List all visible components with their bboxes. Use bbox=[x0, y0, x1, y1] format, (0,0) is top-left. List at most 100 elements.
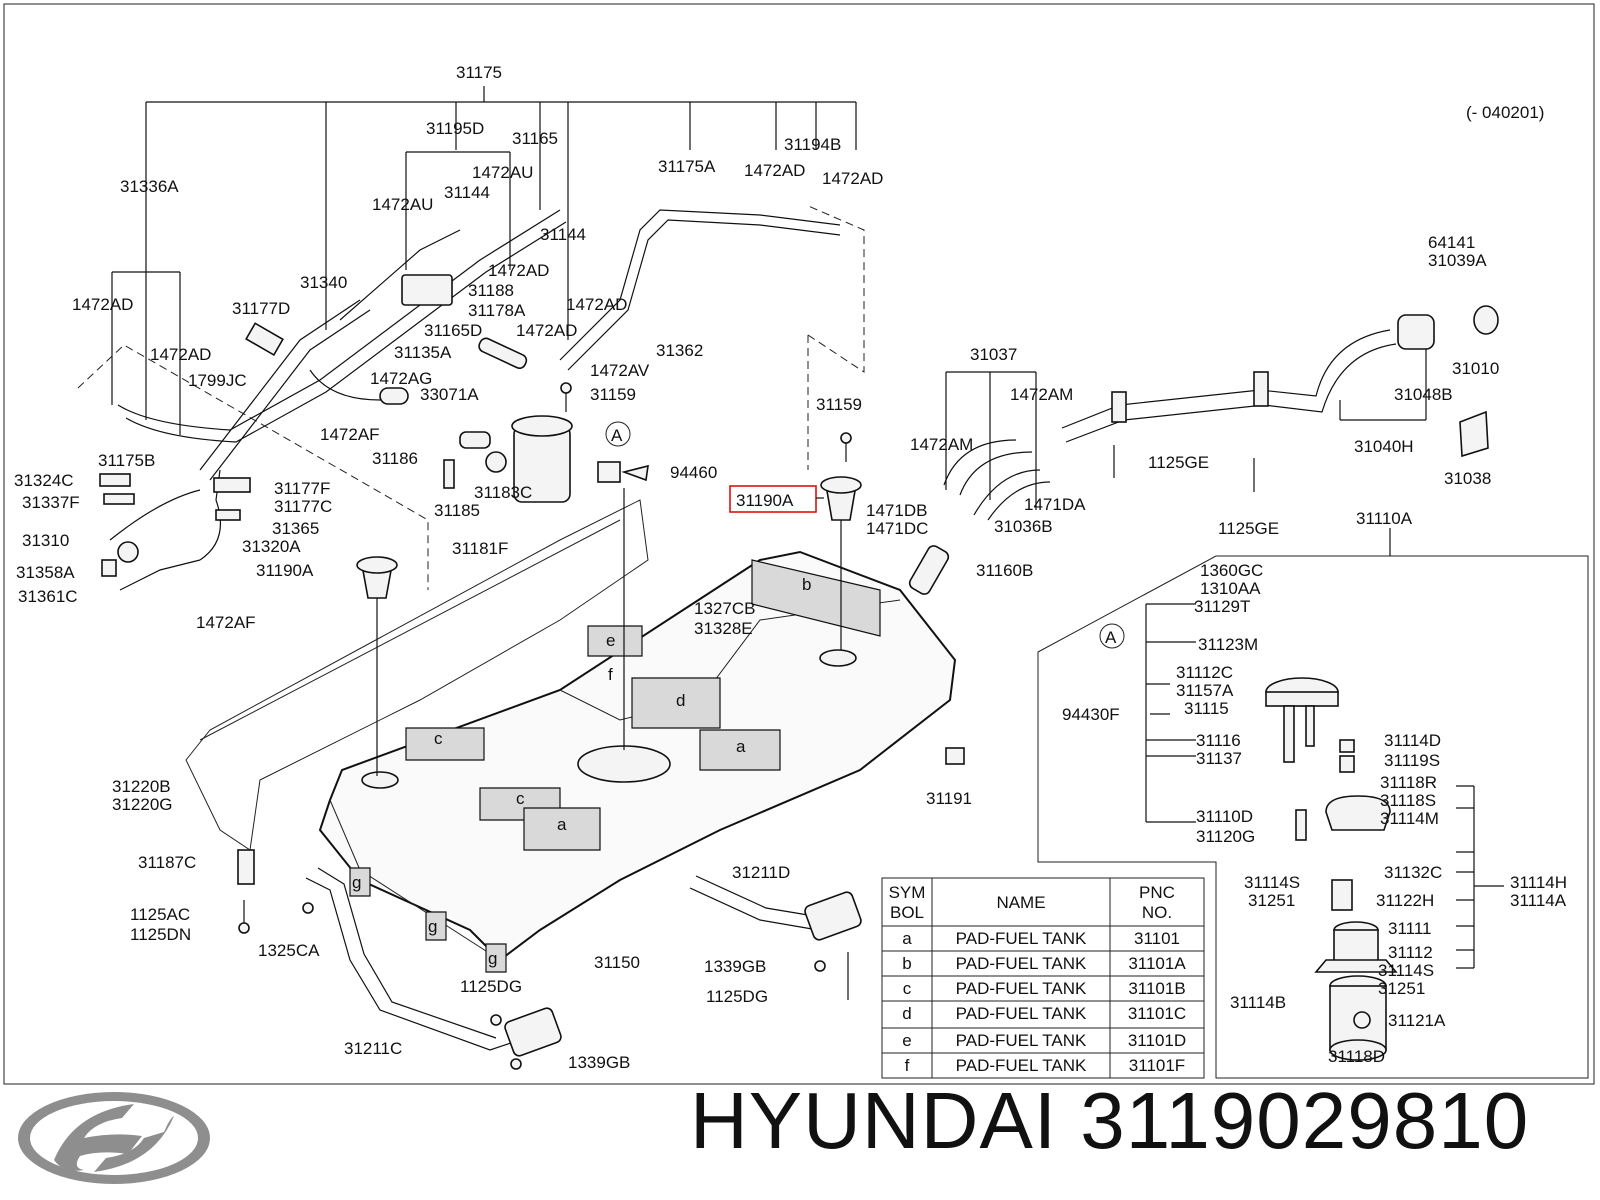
table-cell-r3-c2: 31101C bbox=[1128, 1004, 1186, 1023]
pad-letter-c-2: c bbox=[516, 789, 525, 808]
label-1472AM-b: 1472AM bbox=[910, 435, 973, 454]
label-31190A-b: 31190A bbox=[256, 561, 314, 580]
pad-letter-a-1: a bbox=[557, 815, 567, 834]
label-94460: 94460 bbox=[670, 463, 717, 482]
label-31337F: 31337F bbox=[22, 493, 80, 512]
label-31114D: 31114D bbox=[1384, 731, 1441, 750]
label-31144-b: 31144 bbox=[540, 225, 586, 244]
filler-neck bbox=[943, 305, 1499, 521]
callout-letter-panel: A bbox=[1105, 628, 1117, 647]
pad-g-1 bbox=[349, 867, 371, 897]
label-31187C: 31187C bbox=[138, 853, 196, 872]
pad-b bbox=[751, 559, 881, 637]
label-31119S: 31119S bbox=[1384, 751, 1440, 770]
label-64141: 64141 bbox=[1428, 233, 1475, 252]
label-31114B: 31114B bbox=[1230, 993, 1286, 1012]
table-cell-r2-c2: 31101B bbox=[1128, 979, 1185, 998]
label-31310: 31310 bbox=[22, 531, 69, 550]
label-31328E: 31328E bbox=[694, 619, 753, 638]
label-31135A: 31135A bbox=[394, 343, 452, 362]
label-31185: 31185 bbox=[434, 501, 480, 520]
table-header-2: PNC bbox=[1139, 883, 1175, 902]
label-31183C: 31183C bbox=[474, 483, 532, 502]
label-31358A: 31358A bbox=[16, 563, 75, 582]
label-31121A: 31121A bbox=[1388, 1011, 1446, 1030]
label-31112C: 31112C bbox=[1176, 663, 1233, 682]
pad-letter-e: e bbox=[606, 631, 615, 650]
label-31165: 31165 bbox=[512, 129, 558, 148]
label-1471DC: 1471DC bbox=[866, 519, 928, 538]
label-1327CB: 1327CB bbox=[694, 599, 755, 618]
fuel-vapor-lines bbox=[109, 209, 841, 591]
label-31365: 31365 bbox=[272, 519, 319, 538]
table-cell-r5-c2: 31101F bbox=[1129, 1056, 1185, 1075]
label-1799JC: 1799JC bbox=[188, 371, 247, 390]
label-31144-a: 31144 bbox=[444, 183, 490, 202]
label-31211D: 31211D bbox=[732, 863, 790, 882]
table-cell-r1-c2: 31101A bbox=[1128, 954, 1186, 973]
label-31137: 31137 bbox=[1196, 749, 1242, 768]
label-1125DG-a: 1125DG bbox=[460, 977, 522, 996]
symbol-table bbox=[881, 877, 1205, 1079]
label-1472AG: 1472AG bbox=[370, 369, 432, 388]
label-1125DN: 1125DN bbox=[130, 925, 191, 944]
label-31220B: 31220B bbox=[112, 777, 171, 796]
version-note: (- 040201) bbox=[1466, 103, 1544, 122]
table-header-1: NAME bbox=[996, 893, 1045, 912]
table-cell-r0-c2: 31101 bbox=[1134, 929, 1180, 948]
label-31186: 31186 bbox=[372, 449, 418, 468]
label-1472AD-a: 1472AD bbox=[744, 161, 805, 180]
tank-pads bbox=[349, 559, 881, 973]
diagram-frame bbox=[3, 3, 1595, 1085]
label-31048B: 31048B bbox=[1394, 385, 1453, 404]
label-31251-b: 31251 bbox=[1378, 979, 1425, 998]
highlighted-part-box bbox=[729, 485, 817, 513]
label-1472AD-e: 1472AD bbox=[566, 295, 627, 314]
label-31120G: 31120G bbox=[1196, 827, 1255, 846]
label-31114S-b: 31114S bbox=[1378, 961, 1434, 980]
brand-part-number: HYUNDAI 3119029810 bbox=[690, 1076, 1530, 1165]
label-31159-b: 31159 bbox=[816, 395, 862, 414]
label-31010: 31010 bbox=[1452, 359, 1499, 378]
label-94430F: 94430F bbox=[1062, 705, 1120, 724]
pad-letter-c-1: c bbox=[434, 729, 443, 748]
pad-letter-g-1: g bbox=[352, 873, 361, 892]
table-cell-r0-c0: a bbox=[902, 929, 912, 948]
table-cell-r1-c1: PAD-FUEL TANK bbox=[956, 954, 1087, 973]
label-31118D: 31118D bbox=[1328, 1047, 1385, 1066]
label-31123M: 31123M bbox=[1198, 635, 1258, 654]
label-31040H: 31040H bbox=[1354, 437, 1414, 456]
pad-c-1 bbox=[405, 727, 485, 761]
label-1125GE-a: 1125GE bbox=[1148, 453, 1209, 472]
label-31110D: 31110D bbox=[1196, 807, 1253, 826]
label-31251-a: 31251 bbox=[1248, 891, 1295, 910]
label-1125DG-b: 1125DG bbox=[706, 987, 768, 1006]
label-31118R: 31118R bbox=[1380, 773, 1437, 792]
label-1472AU-a: 1472AU bbox=[472, 163, 533, 182]
label-1472AD-f: 1472AD bbox=[516, 321, 577, 340]
table-header-0: SYM bbox=[889, 883, 926, 902]
table-cell-r4-c1: PAD-FUEL TANK bbox=[956, 1031, 1087, 1050]
label-31157A: 31157A bbox=[1176, 681, 1234, 700]
label-1125GE-b: 1125GE bbox=[1218, 519, 1279, 538]
label-1471DA: 1471DA bbox=[1024, 495, 1086, 514]
table-cell-r3-c1: PAD-FUEL TANK bbox=[956, 1004, 1087, 1023]
label-31175A: 31175A bbox=[658, 157, 716, 176]
pad-d bbox=[631, 677, 721, 729]
label-1472AD-d: 1472AD bbox=[72, 295, 133, 314]
label-1472AU-b: 1472AU bbox=[372, 195, 433, 214]
label-1125AC: 1125AC bbox=[130, 905, 190, 924]
pad-letter-a-2: a bbox=[736, 737, 746, 756]
label-33071A: 33071A bbox=[420, 385, 479, 404]
label-1472AD-b: 1472AD bbox=[822, 169, 883, 188]
pad-letter-d: d bbox=[676, 691, 685, 710]
label-1360GC: 1360GC bbox=[1200, 561, 1263, 580]
label-31361C: 31361C bbox=[18, 587, 78, 606]
pad-letter-f: f bbox=[608, 665, 613, 684]
label-31177F: 31177F bbox=[274, 479, 330, 498]
label-31122H: 31122H bbox=[1376, 891, 1434, 910]
label-31115: 31115 bbox=[1184, 699, 1229, 718]
table-header-2: NO. bbox=[1142, 903, 1172, 922]
